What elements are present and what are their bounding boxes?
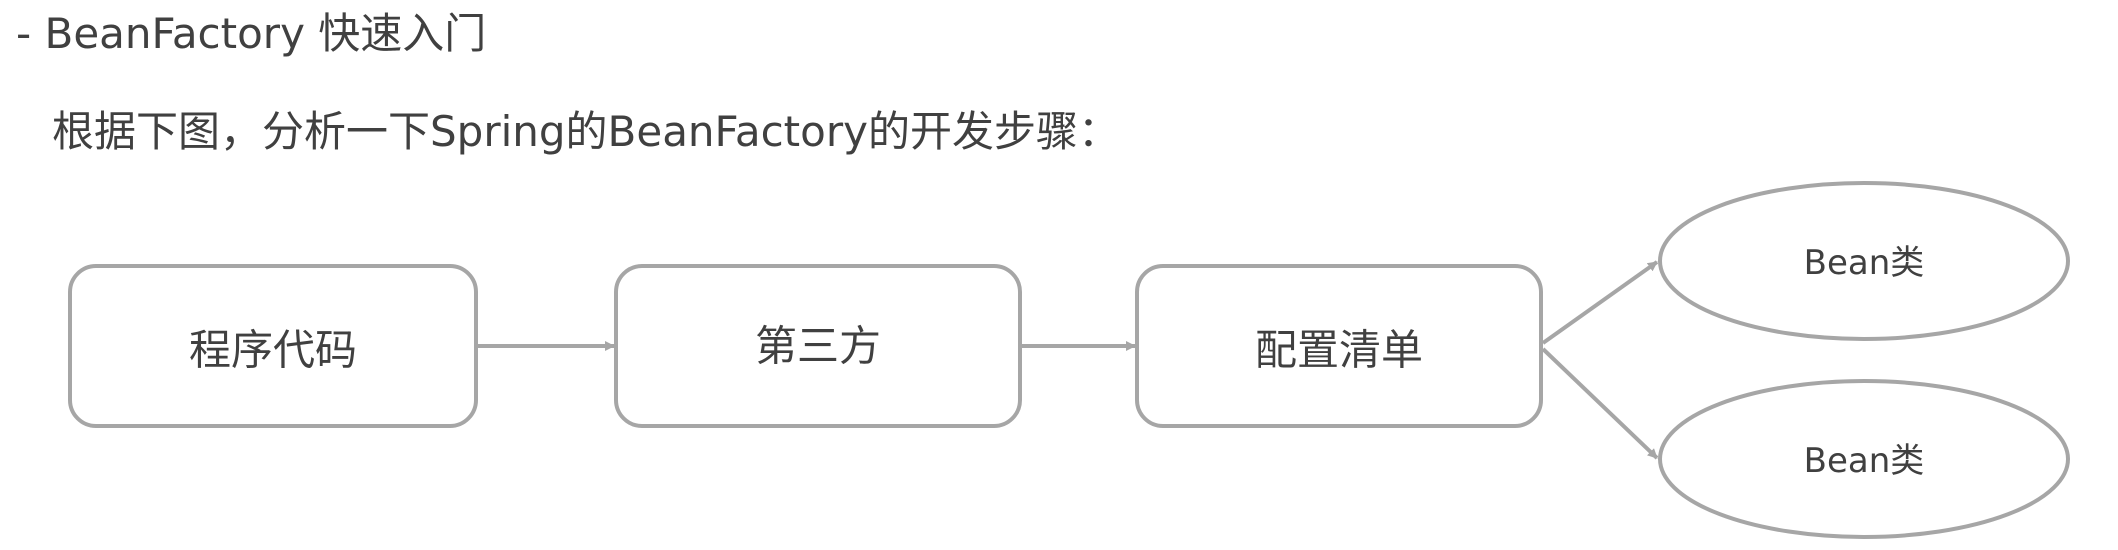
node-program-code: 程序代码 <box>68 264 478 428</box>
node-bean-1-label: Bean类 <box>1804 243 1925 283</box>
node-bean-2-label: Bean类 <box>1804 441 1925 481</box>
node-config-list: 配置清单 <box>1135 264 1543 428</box>
node-bean-1: Bean类 <box>1658 181 2070 341</box>
node-third-party: 第三方 <box>614 264 1022 428</box>
instruction-text: 根据下图，分析一下Spring的BeanFactory的开发步骤： <box>52 107 1120 156</box>
edge-config-list-to-bean-2 <box>1541 347 1659 460</box>
node-program-code-label: 程序代码 <box>189 326 357 375</box>
node-third-party-label: 第三方 <box>755 322 881 371</box>
section-heading: - BeanFactory 快速入门 <box>16 9 487 58</box>
edge-config-list-to-bean-1 <box>1541 260 1659 345</box>
node-bean-2: Bean类 <box>1658 379 2070 539</box>
node-config-list-label: 配置清单 <box>1255 326 1423 375</box>
